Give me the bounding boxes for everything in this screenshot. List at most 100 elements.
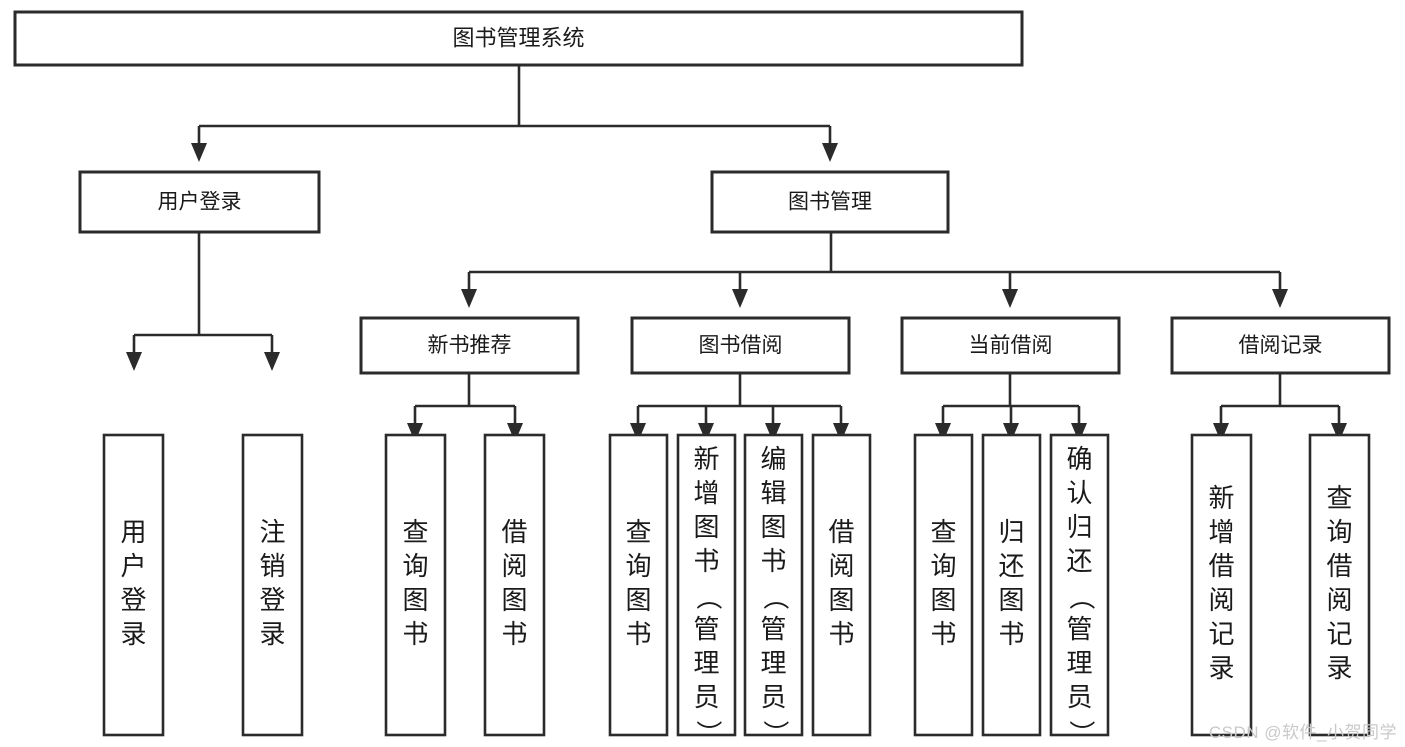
node-level3-1-label: 图书借阅 <box>699 334 783 357</box>
node-leaf-2-label-char: 书 <box>402 619 428 649</box>
arrow-head-icon <box>630 423 646 442</box>
node-level3-1[interactable]: 图书借阅 <box>630 316 851 375</box>
node-level3-3-box[interactable] <box>1170 316 1391 375</box>
node-leaf-5-label-char: 理 <box>693 648 719 678</box>
node-leaf-9-label-char: 书 <box>998 619 1024 649</box>
node-leaf-5-box[interactable] <box>676 433 737 737</box>
node-leaf-10-label-char: 员 <box>1066 682 1092 712</box>
node-leaf-9-box[interactable] <box>981 433 1042 737</box>
node-leaf-0-label: 用户登录 <box>120 517 146 649</box>
node-leaf-12-box[interactable] <box>1308 433 1371 737</box>
arrow-head-icon <box>264 352 280 371</box>
arrow-head-icon <box>698 423 714 442</box>
node-leaf-0-label-char: 录 <box>120 619 146 649</box>
arrow-head-icon <box>1002 289 1018 308</box>
node-leaf-9-label-char: 归 <box>998 517 1024 547</box>
node-leaf-7-label-char: 图 <box>828 585 854 615</box>
node-leaf-12-label-char: 阅 <box>1326 585 1352 615</box>
node-leaf-4-box[interactable] <box>608 433 669 737</box>
node-level2-1[interactable]: 图书管理 <box>710 170 950 234</box>
node-leaf-6-label-char: 理 <box>760 648 786 678</box>
node-leaf-10-label-char: 归 <box>1066 512 1092 542</box>
node-leaf-1-box[interactable] <box>241 433 304 737</box>
node-level3-2[interactable]: 当前借阅 <box>900 316 1121 375</box>
connector-borrow-to-leaves <box>630 373 849 442</box>
node-level3-0-box[interactable] <box>359 316 580 375</box>
node-leaf-6-label-char: 图 <box>760 512 786 542</box>
node-root-box[interactable] <box>13 10 1024 67</box>
node-leaf-11-label-char: 录 <box>1208 653 1234 683</box>
node-level3-0-label: 新书推荐 <box>428 334 512 357</box>
node-leaf-1-label-char: 注 <box>259 517 285 547</box>
node-leaf-12-label-char: 查 <box>1326 483 1352 513</box>
node-leaf-6-box[interactable] <box>743 433 804 737</box>
arrow-head-icon <box>461 289 477 308</box>
node-leaf-6-label-char: 书 <box>760 546 786 576</box>
node-level3-1-box[interactable] <box>630 316 851 375</box>
node-leaf-7-box[interactable] <box>811 433 872 737</box>
node-root[interactable]: 图书管理系统 <box>13 10 1024 67</box>
node-leaf-10-box[interactable] <box>1049 433 1110 737</box>
node-level3-3[interactable]: 借阅记录 <box>1170 316 1391 375</box>
arrow-head-icon <box>833 423 849 442</box>
node-leaf-11-label-char: 增 <box>1208 517 1234 547</box>
node-level2-1-box[interactable] <box>710 170 950 234</box>
node-leaf-1-label-char: 录 <box>259 619 285 649</box>
node-leaf-2-box[interactable] <box>384 433 447 737</box>
node-leaf-10-label-char: （ <box>1067 584 1097 610</box>
node-leaf-9-label-char: 图 <box>998 585 1024 615</box>
node-leaf-8-label-char: 询 <box>930 551 956 581</box>
node-leaf-0-label-char: 登 <box>120 585 146 615</box>
node-leaf-11-box[interactable] <box>1190 433 1253 737</box>
node-leaf-10-label-char: 还 <box>1066 546 1092 576</box>
node-leaf-6-label-char: 编 <box>760 444 786 474</box>
node-leaf-9-label-char: 还 <box>998 551 1024 581</box>
node-leaf-5-label-char: 增 <box>693 478 719 508</box>
arrow-head-icon <box>822 143 838 162</box>
node-level2-0-box[interactable] <box>78 170 321 234</box>
arrow-head-icon <box>1331 423 1347 442</box>
node-leaf-2-label-char: 图 <box>402 585 428 615</box>
node-leaf-6-label-char: 管 <box>760 614 786 644</box>
arrow-head-icon <box>732 289 748 308</box>
node-level2-0[interactable]: 用户登录 <box>78 170 321 234</box>
node-level3-2-box[interactable] <box>900 316 1121 375</box>
node-leaf-0-box[interactable] <box>102 433 165 737</box>
arrow-head-icon <box>935 423 951 442</box>
node-leaf-4-label-char: 图 <box>625 585 651 615</box>
arrow-head-icon <box>1071 423 1087 442</box>
node-level3-0[interactable]: 新书推荐 <box>359 316 580 375</box>
connector-layer <box>126 65 1347 442</box>
node-leaf-8-box[interactable] <box>913 433 974 737</box>
connector-newbook-to-leaves <box>407 373 523 442</box>
connector-userlogin-to-leaves <box>126 232 280 371</box>
node-leaf-3-box[interactable] <box>483 433 546 737</box>
node-leaf-11-label-char: 阅 <box>1208 585 1234 615</box>
node-leaf-10-label-char: ） <box>1067 720 1097 746</box>
node-leaf-0[interactable]: 用户登录 <box>102 433 165 737</box>
node-root-label: 图书管理系统 <box>452 25 584 50</box>
node-leaf-10-label-char: 认 <box>1066 478 1092 508</box>
node-leaf-12-label-char: 记 <box>1326 619 1352 649</box>
node-leaf-5-label-char: 员 <box>693 682 719 712</box>
